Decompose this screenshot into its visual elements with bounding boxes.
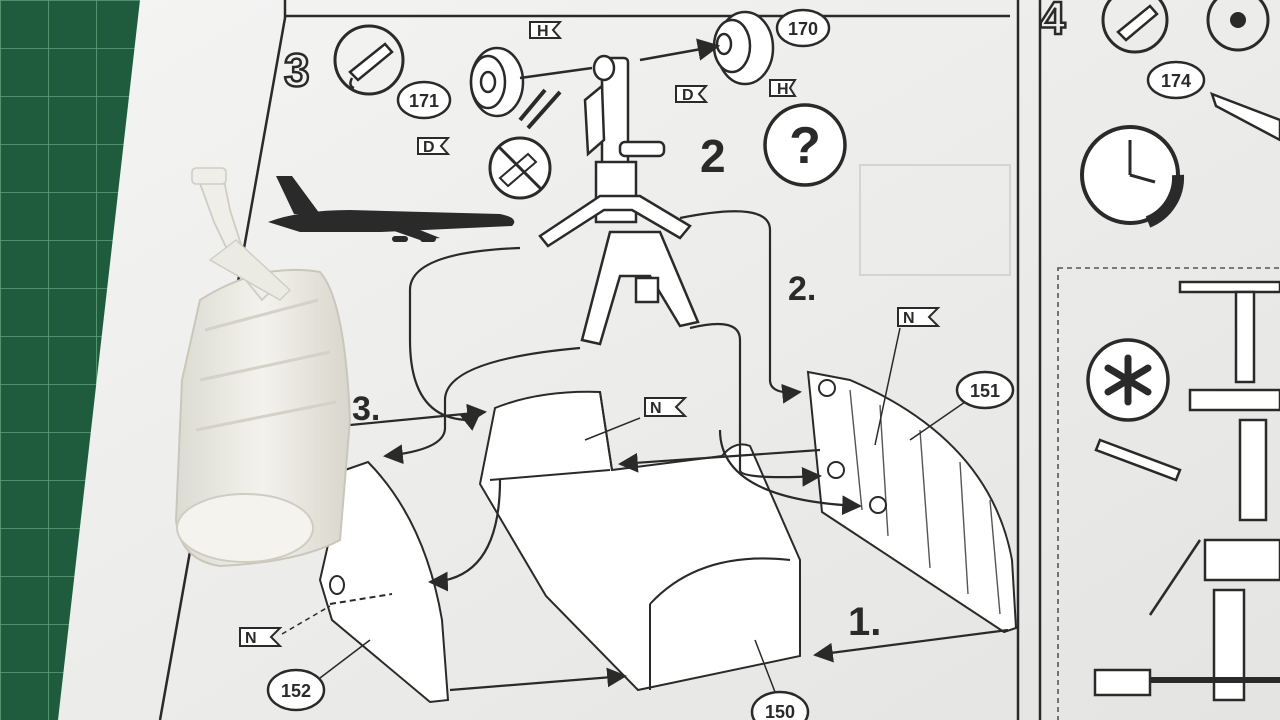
svg-text:D: D	[682, 87, 694, 104]
part-callout-171: 171	[396, 80, 452, 120]
svg-text:N: N	[650, 400, 662, 417]
svg-text:151: 151	[970, 381, 1000, 401]
svg-text:171: 171	[409, 91, 439, 111]
svg-text:152: 152	[281, 681, 311, 701]
airliner-silhouette-icon	[268, 176, 515, 242]
question-mark: ?	[789, 117, 821, 175]
paint-splat-icon	[1086, 338, 1170, 422]
faint-panel-drawing	[859, 164, 1011, 276]
wheel-left	[469, 46, 593, 118]
subassembly-2-label: 2	[700, 130, 726, 182]
wheel-right	[639, 10, 775, 86]
no-glue-icon	[488, 88, 562, 200]
flag-h-right: H	[769, 79, 797, 98]
sequence-label-3: 3.	[352, 390, 380, 428]
svg-text:174: 174	[1161, 71, 1191, 91]
resin-gear-bay-part	[174, 167, 352, 568]
flag-d-left: D	[417, 137, 451, 156]
clock-icon	[1080, 125, 1185, 228]
part-152-side-wall	[318, 460, 450, 704]
svg-text:N: N	[245, 630, 257, 647]
part-callout-170: 170	[775, 8, 831, 48]
flag-n-floor: N	[584, 397, 688, 441]
assembly-arrows	[349, 210, 1009, 692]
part-callout-152: 152	[266, 639, 371, 712]
part-callout-151: 151	[909, 370, 1015, 441]
svg-text:N: N	[903, 310, 915, 327]
svg-text:H: H	[537, 23, 549, 40]
svg-text:170: 170	[788, 19, 818, 39]
step-number-3: 3	[284, 44, 310, 96]
glue-tube-icon	[1206, 0, 1270, 52]
glue-tube-icon	[333, 24, 405, 96]
glue-tube-icon	[1101, 0, 1169, 54]
flag-h-left: H	[529, 21, 563, 40]
landing-gear-strut	[538, 54, 700, 346]
step-number-4: 4	[1040, 0, 1066, 44]
flag-d-right: D	[675, 85, 709, 104]
part-callout-150: 150	[750, 639, 810, 720]
sequence-label-1: 1.	[848, 600, 881, 644]
part-callout-174: 174	[1146, 60, 1206, 100]
sequence-label-2: 2.	[788, 270, 816, 308]
flag-n-wall-right: N	[874, 307, 941, 446]
svg-text:D: D	[423, 139, 435, 156]
question-icon: ?	[763, 103, 847, 187]
detail-gear-drawing	[1093, 280, 1280, 702]
panel-step-4	[1016, 0, 1042, 720]
svg-text:H: H	[777, 81, 789, 98]
part-151-side-wall	[806, 370, 1018, 634]
flag-n-wall-left: N	[239, 605, 331, 647]
svg-text:150: 150	[765, 702, 795, 720]
